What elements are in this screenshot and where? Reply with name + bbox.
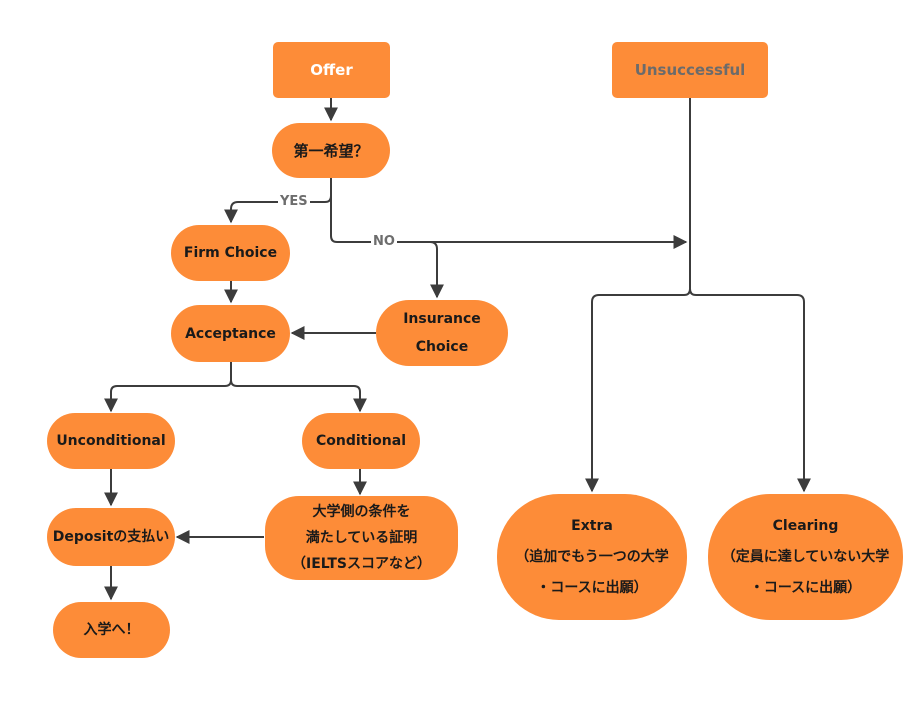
- node-proof-line2: 満たしている証明: [305, 530, 418, 546]
- node-insurance-choice: Insurance Choice: [376, 300, 508, 366]
- node-conditional: Conditional: [302, 413, 420, 469]
- node-firm-choice-label: Firm Choice: [183, 245, 278, 261]
- edge-label-no: NO: [371, 234, 397, 249]
- node-firm-choice: Firm Choice: [171, 225, 290, 281]
- node-first-choice-label: 第一希望？: [293, 141, 369, 160]
- node-clearing: Clearing （定員に達していない大学 ・コースに出願）: [708, 494, 903, 620]
- edge-no-to-insurance: [429, 241, 444, 299]
- node-conditional-label: Conditional: [315, 433, 406, 449]
- node-clearing-line2: （定員に達していない大学: [721, 548, 890, 565]
- edge-acceptance-to-unconditional: [104, 362, 232, 413]
- edge-no-to-unsuccessful-branch: [330, 196, 688, 249]
- node-proof-line1: 大学側の条件を: [312, 504, 411, 520]
- node-extra-line1: Extra: [571, 517, 613, 534]
- edge-label-yes: YES: [278, 194, 310, 209]
- node-unconditional: Unconditional: [47, 413, 175, 469]
- node-insurance-choice-line1: Insurance: [403, 311, 481, 327]
- node-unsuccessful: Unsuccessful: [612, 42, 768, 98]
- edge-unsuccessful-to-clearing: [689, 288, 811, 493]
- node-extra: Extra （追加でもう一つの大学 ・コースに出願）: [497, 494, 687, 620]
- node-clearing-line1: Clearing: [772, 517, 839, 534]
- node-acceptance-label: Acceptance: [185, 325, 276, 342]
- node-proof-line3: （IELTSスコアなど）: [291, 556, 431, 572]
- node-unconditional-label: Unconditional: [56, 433, 166, 449]
- node-enrolment-label: 入学へ！: [83, 622, 140, 638]
- edge-unsuccessful-to-extra: [585, 288, 691, 493]
- node-acceptance: Acceptance: [171, 305, 290, 362]
- edge-acceptance-to-conditional: [230, 379, 367, 413]
- node-first-choice: 第一希望？: [272, 123, 390, 178]
- node-offer-label: Offer: [310, 61, 353, 79]
- node-offer: Offer: [273, 42, 390, 98]
- node-deposit-label: Depositの支払い: [52, 529, 170, 545]
- node-unsuccessful-label: Unsuccessful: [634, 61, 746, 79]
- node-proof: 大学側の条件を 満たしている証明 （IELTSスコアなど）: [265, 496, 458, 580]
- node-extra-line3: ・コースに出願）: [536, 579, 648, 596]
- node-insurance-choice-line2: Choice: [415, 339, 469, 355]
- node-extra-line2: （追加でもう一つの大学: [515, 548, 669, 565]
- node-deposit: Depositの支払い: [47, 508, 175, 566]
- node-enrolment: 入学へ！: [53, 602, 170, 658]
- node-clearing-line3: ・コースに出願）: [749, 579, 862, 596]
